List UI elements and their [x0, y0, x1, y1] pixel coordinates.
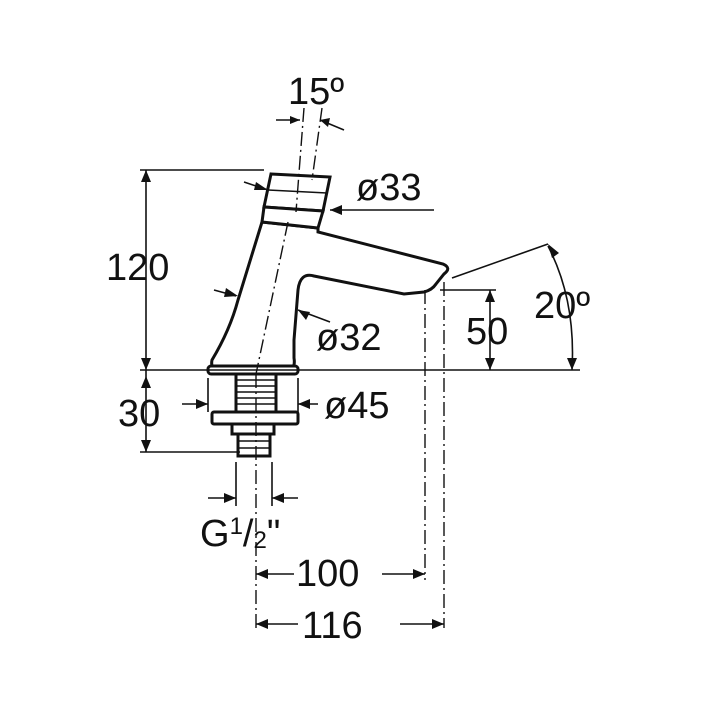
base-height-dimension: 30: [118, 370, 240, 453]
center-lines: [255, 107, 445, 630]
cap-tilt-line: [311, 107, 323, 181]
reach-100-dimension: 100: [256, 553, 425, 595]
cap-diameter-label: ø33: [356, 167, 421, 209]
reach-116-dimension: 116: [256, 605, 444, 647]
thread-size-dimension: G1/2": [200, 462, 298, 555]
height-120-label: 120: [106, 247, 169, 289]
angle-15-label: 15º: [288, 71, 344, 113]
spout-height-dimension: 50: [440, 289, 508, 370]
spout-height-label: 50: [466, 311, 508, 353]
inlet-thread-lines: [238, 440, 270, 449]
cap-neck: [260, 205, 325, 230]
angle-20-dimension: 20º: [444, 243, 590, 371]
base-diameter-label: ø45: [324, 385, 389, 427]
base-diameter-dimension: ø45: [182, 378, 389, 427]
angle-20-label: 20º: [534, 285, 590, 327]
body-axis-line: [255, 221, 289, 375]
cap-diameter-dimension: ø33: [243, 167, 434, 215]
height-120-dimension: 120: [106, 169, 264, 370]
reach-116-label: 116: [302, 605, 363, 647]
faucet-body: [210, 220, 450, 374]
angle-15-dimension: 15º: [276, 71, 345, 131]
thread-size-label: G1/2": [200, 513, 280, 555]
body-diameter-label: ø32: [316, 317, 381, 359]
body-diameter-dimension: ø32: [213, 288, 381, 359]
reach-100-label: 100: [296, 553, 359, 595]
inlet-thread: [236, 432, 272, 458]
cap-axis-line: [295, 107, 305, 213]
lock-nut: [210, 410, 300, 426]
base-height-label: 30: [118, 393, 160, 435]
